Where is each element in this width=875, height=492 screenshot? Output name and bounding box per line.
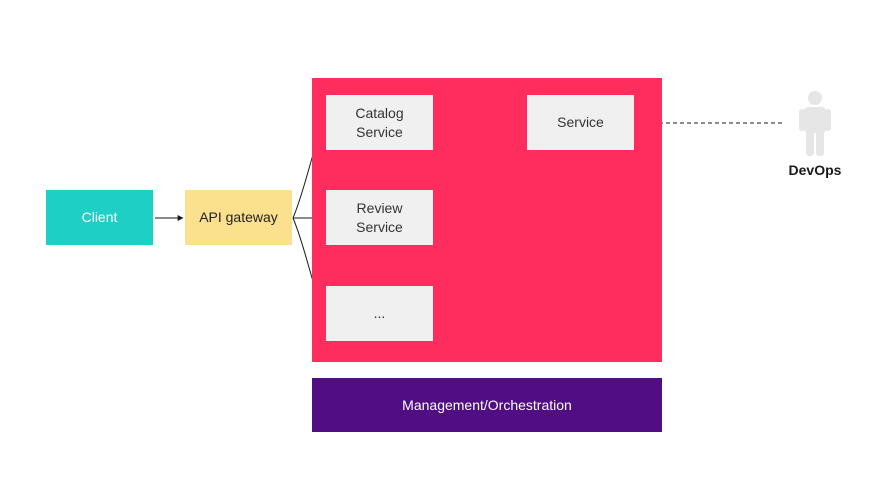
api-gateway-node: API gateway xyxy=(185,190,292,245)
catalog-service-node: Catalog Service xyxy=(326,95,433,150)
client-node: Client xyxy=(46,190,153,245)
service-node: Service xyxy=(527,95,634,150)
management-orchestration-layer: Management/Orchestration xyxy=(312,378,662,432)
more-services-node: ... xyxy=(326,286,433,341)
devops-label: DevOps xyxy=(788,162,842,178)
review-service-node: Review Service xyxy=(326,190,433,245)
person-icon xyxy=(799,91,831,156)
